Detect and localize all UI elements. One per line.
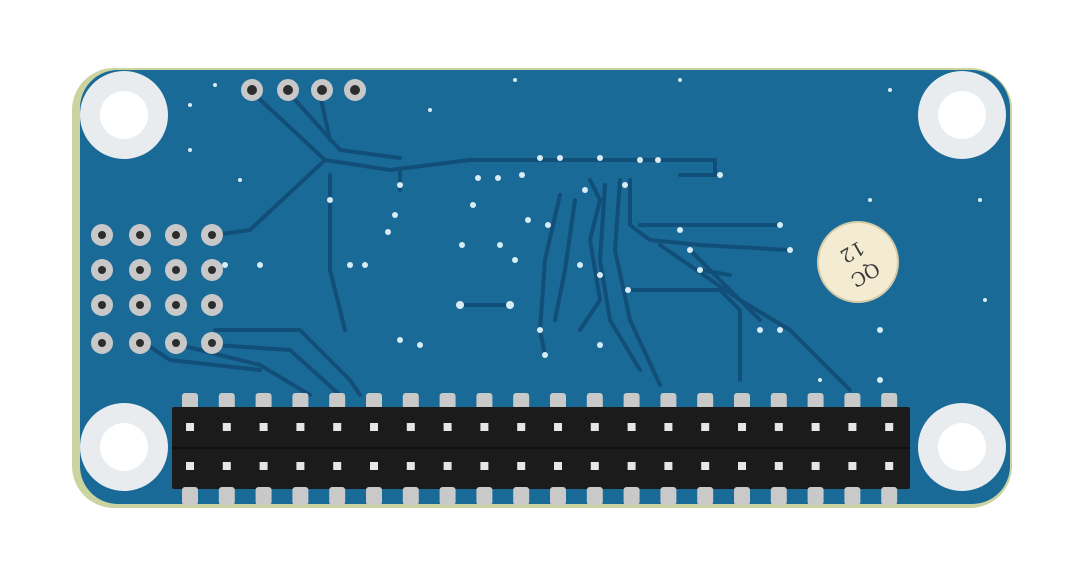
header-socket [554, 423, 562, 431]
left-pad-grid [91, 224, 223, 354]
gpio-header [172, 393, 910, 505]
header-socket [738, 462, 746, 470]
header-pin [734, 393, 750, 409]
header-pin [844, 393, 861, 409]
header-pin [586, 393, 603, 409]
header-pin [807, 393, 824, 409]
header-pin [770, 393, 787, 409]
header-socket [480, 423, 489, 431]
header-socket [222, 462, 231, 470]
top-pin-row [241, 79, 366, 101]
header-pin [329, 487, 346, 505]
header-pin [366, 393, 382, 409]
mounting-hole-bottom-left [80, 403, 168, 491]
mounting-hole-bottom-right [918, 403, 1006, 491]
header-socket [701, 423, 710, 431]
header-socket [443, 423, 452, 431]
qc-sticker: QC 12 [817, 221, 899, 303]
header-pins-bottom [182, 487, 898, 505]
header-pin [292, 487, 309, 505]
header-socket [186, 462, 194, 470]
header-socket [554, 462, 562, 470]
header-pins-top [182, 393, 898, 409]
header-socket [186, 423, 194, 431]
header-socket [774, 423, 783, 431]
header-socket [885, 462, 894, 470]
header-pin [476, 393, 493, 409]
header-socket [370, 462, 378, 470]
header-socket [517, 462, 526, 470]
header-pin [697, 487, 714, 505]
header-socket [811, 462, 820, 470]
header-pin [623, 487, 640, 505]
header-pin [218, 487, 235, 505]
header-socket [406, 423, 415, 431]
header-pin [770, 487, 787, 505]
header-pin [439, 487, 456, 505]
header-pin [218, 393, 235, 409]
header-socket [590, 423, 599, 431]
header-socket [370, 423, 378, 431]
header-pin [329, 393, 346, 409]
header-holes [186, 423, 894, 470]
header-socket [627, 462, 636, 470]
header-socket [480, 462, 489, 470]
header-socket [517, 423, 526, 431]
header-pin [660, 487, 677, 505]
header-pin [697, 393, 714, 409]
header-socket [848, 423, 857, 431]
header-pin [255, 393, 272, 409]
header-pin [844, 487, 861, 505]
header-pin [402, 393, 419, 409]
header-socket [296, 462, 305, 470]
header-socket [664, 423, 673, 431]
header-pin [513, 393, 530, 409]
header-socket [333, 423, 342, 431]
header-pin [734, 487, 750, 505]
header-pin [366, 487, 382, 505]
header-socket [664, 462, 673, 470]
header-socket [333, 462, 342, 470]
vias [188, 78, 987, 383]
header-pin [550, 393, 566, 409]
header-socket [590, 462, 599, 470]
header-socket [848, 462, 857, 470]
header-socket [296, 423, 305, 431]
header-pin [476, 487, 493, 505]
header-pin [255, 487, 272, 505]
header-pin [402, 487, 419, 505]
header-pin [623, 393, 640, 409]
header-pin [439, 393, 456, 409]
header-socket [738, 423, 746, 431]
header-pin [660, 393, 677, 409]
header-pin [807, 487, 824, 505]
header-socket [811, 423, 820, 431]
header-pin [292, 393, 309, 409]
header-socket [259, 462, 268, 470]
mounting-holes [80, 71, 1006, 491]
header-socket [774, 462, 783, 470]
header-pin [586, 487, 603, 505]
header-pin [182, 393, 198, 409]
header-socket [701, 462, 710, 470]
header-pin [513, 487, 530, 505]
header-pin [182, 487, 198, 505]
mounting-hole-top-right [918, 71, 1006, 159]
header-pin [881, 487, 898, 505]
header-socket [222, 423, 231, 431]
header-socket [885, 423, 894, 431]
header-socket [443, 462, 452, 470]
header-socket [627, 423, 636, 431]
header-socket [406, 462, 415, 470]
header-socket [259, 423, 268, 431]
header-pin [550, 487, 566, 505]
mounting-hole-top-left [80, 71, 168, 159]
header-pin [881, 393, 898, 409]
